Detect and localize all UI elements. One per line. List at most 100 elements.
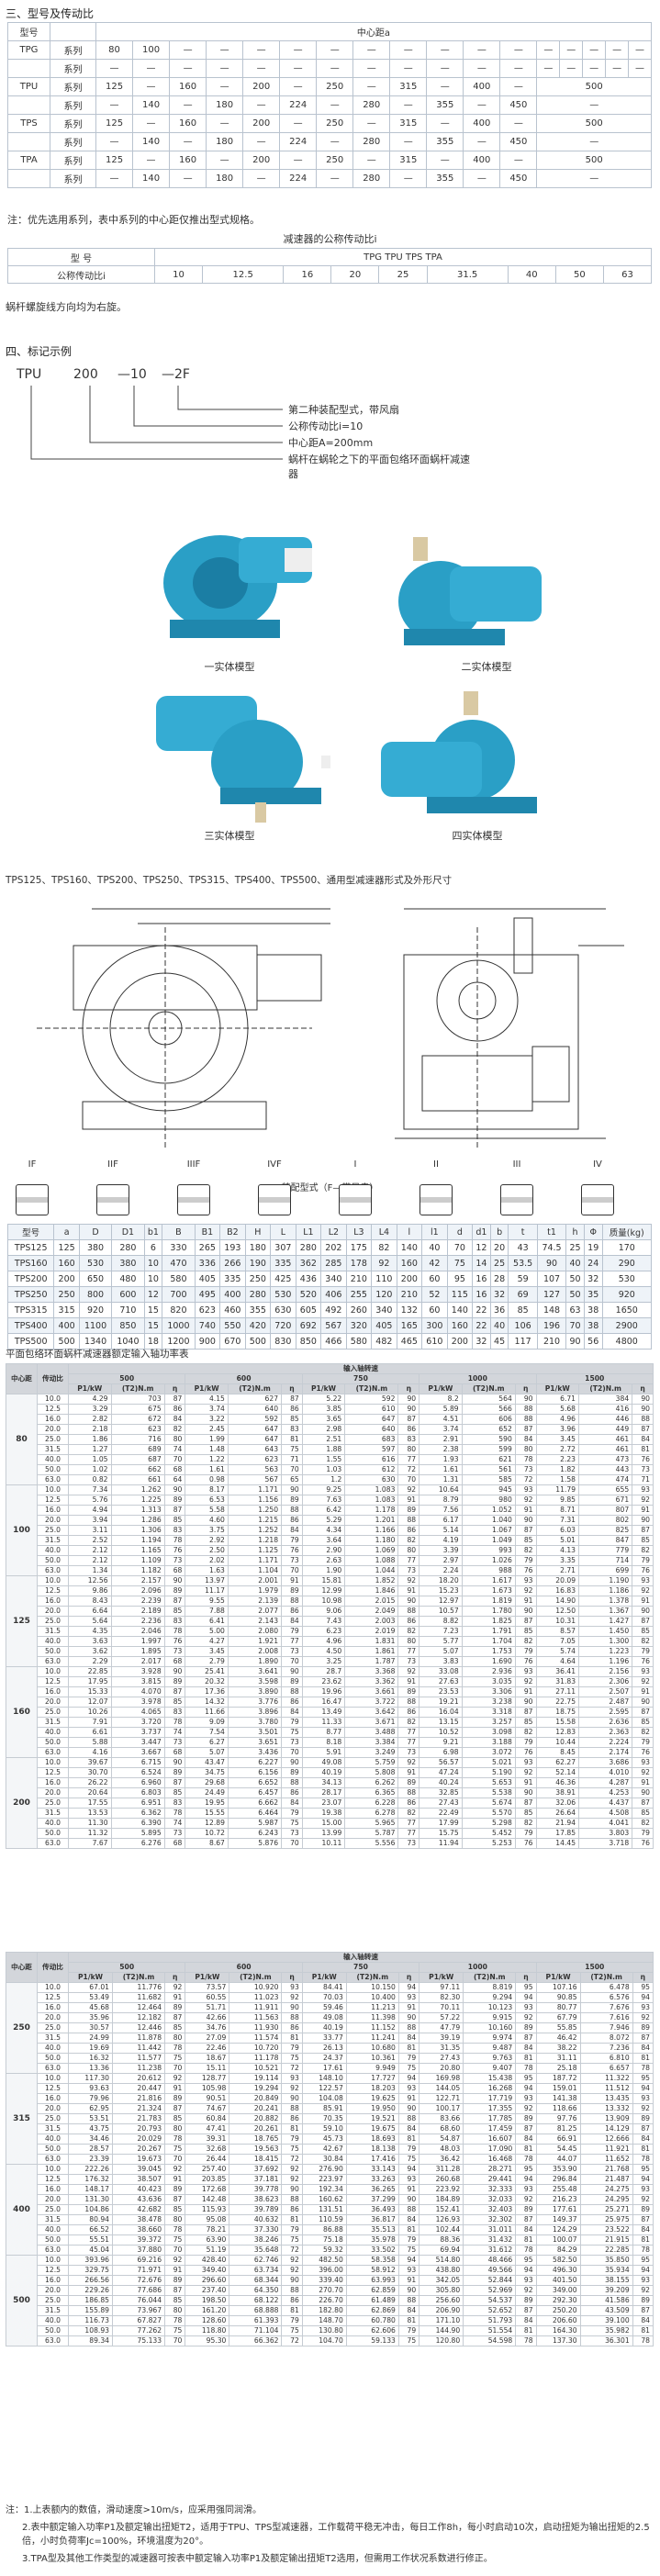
- dimension-cell: 1040: [111, 1333, 145, 1350]
- rating-cell: 2.306: [578, 1676, 633, 1687]
- dimension-cell: 623: [194, 1302, 221, 1318]
- center-distance-cell: —: [316, 40, 354, 60]
- center-distance-cell: 280: [352, 95, 391, 115]
- rating-cell: 7.67: [68, 1838, 112, 1849]
- rating-cell: 75: [397, 2063, 420, 2074]
- rating-cell: 79: [514, 1828, 537, 1839]
- rating-cell: 216.23: [535, 2194, 581, 2205]
- rating-cell: 446: [578, 1414, 633, 1425]
- table-row: 系列—140—180—224—280—355—450—: [7, 169, 652, 188]
- dimension-cell: 260: [345, 1302, 373, 1318]
- ratio-header: 传动比: [37, 1363, 69, 1394]
- rating-cell: 40.423: [111, 2184, 166, 2195]
- center-distance-cell: —: [206, 40, 244, 60]
- rating-cell: 110.59: [301, 2214, 347, 2225]
- model-cell: TPA: [7, 151, 50, 170]
- ratio-value: 16: [283, 265, 332, 284]
- rating-cell: 92: [515, 2012, 537, 2023]
- rating-cell: 647: [227, 1434, 283, 1445]
- speed-value: 1000: [419, 1962, 537, 1973]
- rating-cell: 2.12: [68, 1545, 112, 1556]
- dimension-cell: 530: [78, 1255, 113, 1271]
- rating-cell: 2.015: [344, 1596, 399, 1607]
- rating-cell: 20.882: [229, 2113, 283, 2124]
- rating-cell: 85: [164, 2022, 186, 2033]
- rating-cell: 87: [163, 1686, 186, 1697]
- rating-cell: 6.576: [579, 1992, 633, 2003]
- rating-cell: 86: [281, 1697, 303, 1708]
- rating-cell: 223.97: [301, 2174, 347, 2185]
- dimension-cell: 132: [396, 1302, 423, 1318]
- rating-cell: 27.43: [419, 2053, 464, 2064]
- center-distance-cell: —: [316, 95, 354, 115]
- desc-assembly: 第二种装配型式，带风扇: [288, 404, 399, 416]
- rating-cell: 149.37: [535, 2214, 581, 2225]
- gearbox-icon: [96, 1184, 129, 1215]
- rating-cell: 100.07: [535, 2234, 581, 2246]
- sub-header: (T2)N.m: [344, 1383, 399, 1394]
- rating-cell: 90: [397, 1404, 420, 1415]
- rating-cell: 35.982: [579, 2325, 633, 2336]
- dimension-cell: 405: [371, 1317, 397, 1334]
- rating-cell: 83.66: [419, 2113, 464, 2124]
- rating-cell: 83: [163, 1616, 186, 1627]
- rating-cell: 2.224: [578, 1737, 633, 1748]
- rating-cell: 85: [632, 1626, 654, 1637]
- rating-cell: 91: [514, 1505, 537, 1516]
- model-4-image: [381, 691, 537, 813]
- rating-cell: 31.83: [535, 1676, 580, 1687]
- rating-cell: 12.5: [37, 1676, 69, 1687]
- rating-cell: 91: [397, 1676, 420, 1687]
- rating-cell: 22.75: [535, 1697, 580, 1708]
- rating-cell: 1.083: [344, 1495, 399, 1506]
- rating-cell: 4.287: [578, 1777, 633, 1788]
- center-distance-cell: 140: [132, 95, 171, 115]
- rating-cell: 88: [632, 1414, 654, 1425]
- center-header: 中心距: [6, 1363, 38, 1394]
- rating-cell: 7.23: [419, 1626, 463, 1637]
- dimension-header: 型号: [6, 1224, 55, 1240]
- rating-cell: 10.160: [463, 2022, 517, 2033]
- rating-cell: 6.810: [579, 2053, 633, 2064]
- rating-cell: 561: [461, 1464, 516, 1475]
- rating-cell: 1.069: [344, 1545, 399, 1556]
- rating-cell: 5.74: [535, 1646, 580, 1657]
- rating-cell: 847: [578, 1535, 633, 1546]
- rating-cell: 91: [632, 1505, 654, 1516]
- rating-cell: 89: [164, 2275, 186, 2286]
- rating-cell: 1.22: [185, 1454, 229, 1465]
- rating-cell: 91: [281, 1575, 303, 1586]
- rating-cell: 42.682: [111, 2204, 166, 2215]
- rating-cell: 12.5: [37, 2083, 69, 2094]
- rating-cell: 10.361: [345, 2053, 399, 2064]
- dimension-cell: 117: [508, 1333, 538, 1350]
- center-distance-cell: 180: [206, 95, 244, 115]
- rating-cell: 87: [632, 1798, 654, 1809]
- rating-cell: 32.033: [463, 2194, 517, 2205]
- rating-cell: 329.75: [68, 2265, 113, 2276]
- rating-cell: 11.213: [345, 2002, 399, 2013]
- rating-cell: 90: [281, 2002, 303, 2013]
- rating-cell: 296.84: [535, 2174, 581, 2185]
- rating-cell: 88: [397, 1515, 420, 1526]
- rating-cell: 655: [578, 1484, 633, 1495]
- rating-cell: 89: [515, 2113, 537, 2124]
- rating-cell: 7.56: [419, 1505, 463, 1516]
- speed-header: 输入轴转速: [68, 1363, 654, 1374]
- ratio-label: 公称传动比i: [7, 265, 155, 284]
- rating-cell: 164.30: [535, 2325, 581, 2336]
- rating-cell: 176.32: [68, 2174, 113, 2185]
- rating-cell: 92: [281, 1992, 303, 2003]
- rating-cell: 3.384: [344, 1737, 399, 1748]
- rating-cell: 623: [227, 1454, 283, 1465]
- rating-cell: 73: [281, 1646, 303, 1657]
- rating-cell: 8.18: [301, 1737, 346, 1748]
- speed-value: 750: [301, 1962, 420, 1973]
- rating-cell: 78: [163, 1626, 186, 1637]
- rating-cell: 100.17: [419, 2103, 464, 2114]
- rating-cell: 623: [110, 1424, 165, 1435]
- rating-cell: 16.0: [37, 1414, 69, 1425]
